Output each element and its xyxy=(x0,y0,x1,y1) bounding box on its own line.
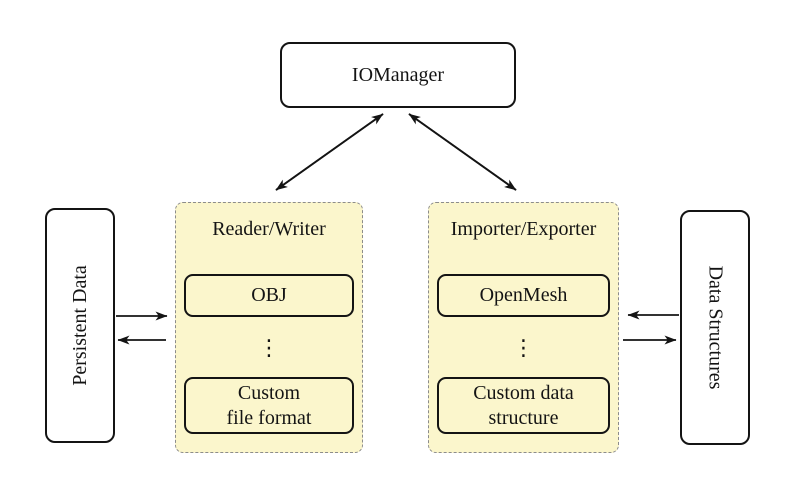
arrow-iomanager-to-readerwriter xyxy=(275,113,384,191)
importer-exporter-panel: Importer/Exporter OpenMesh ⋮ Custom data… xyxy=(428,202,619,453)
vertical-ellipsis-icon: ⋮ xyxy=(258,335,280,361)
openmesh-label: OpenMesh xyxy=(479,284,568,307)
arrow-iomanager-to-importerexporter xyxy=(408,113,517,191)
data-structures-box: Data Structures xyxy=(680,210,750,445)
persistent-data-label: Persistent Data xyxy=(68,265,91,386)
custom-file-format-line1: Custom xyxy=(237,382,301,405)
custom-data-structure-line2: structure xyxy=(488,406,559,429)
custom-data-structure-box: Custom data structure xyxy=(437,377,610,434)
custom-file-format-box: Custom file format xyxy=(184,377,354,434)
iomanager-label: IOManager xyxy=(351,63,445,86)
reader-writer-title: Reader/Writer xyxy=(212,218,326,240)
obj-label: OBJ xyxy=(251,284,287,307)
arrow-readerwriter-to-iomanager xyxy=(275,113,384,191)
importer-exporter-title: Importer/Exporter xyxy=(450,218,597,240)
custom-data-structure-line1: Custom data xyxy=(473,382,574,405)
reader-writer-panel: Reader/Writer OBJ ⋮ Custom file format xyxy=(175,202,363,453)
obj-box: OBJ xyxy=(184,274,354,317)
data-structures-label: Data Structures xyxy=(704,265,727,390)
custom-file-format-line2: file format xyxy=(226,406,312,429)
persistent-data-box: Persistent Data xyxy=(45,208,115,443)
iomanager-box: IOManager xyxy=(280,42,516,108)
vertical-ellipsis-icon: ⋮ xyxy=(512,335,535,361)
openmesh-box: OpenMesh xyxy=(437,274,610,317)
arrow-importerexporter-to-iomanager xyxy=(408,113,517,191)
